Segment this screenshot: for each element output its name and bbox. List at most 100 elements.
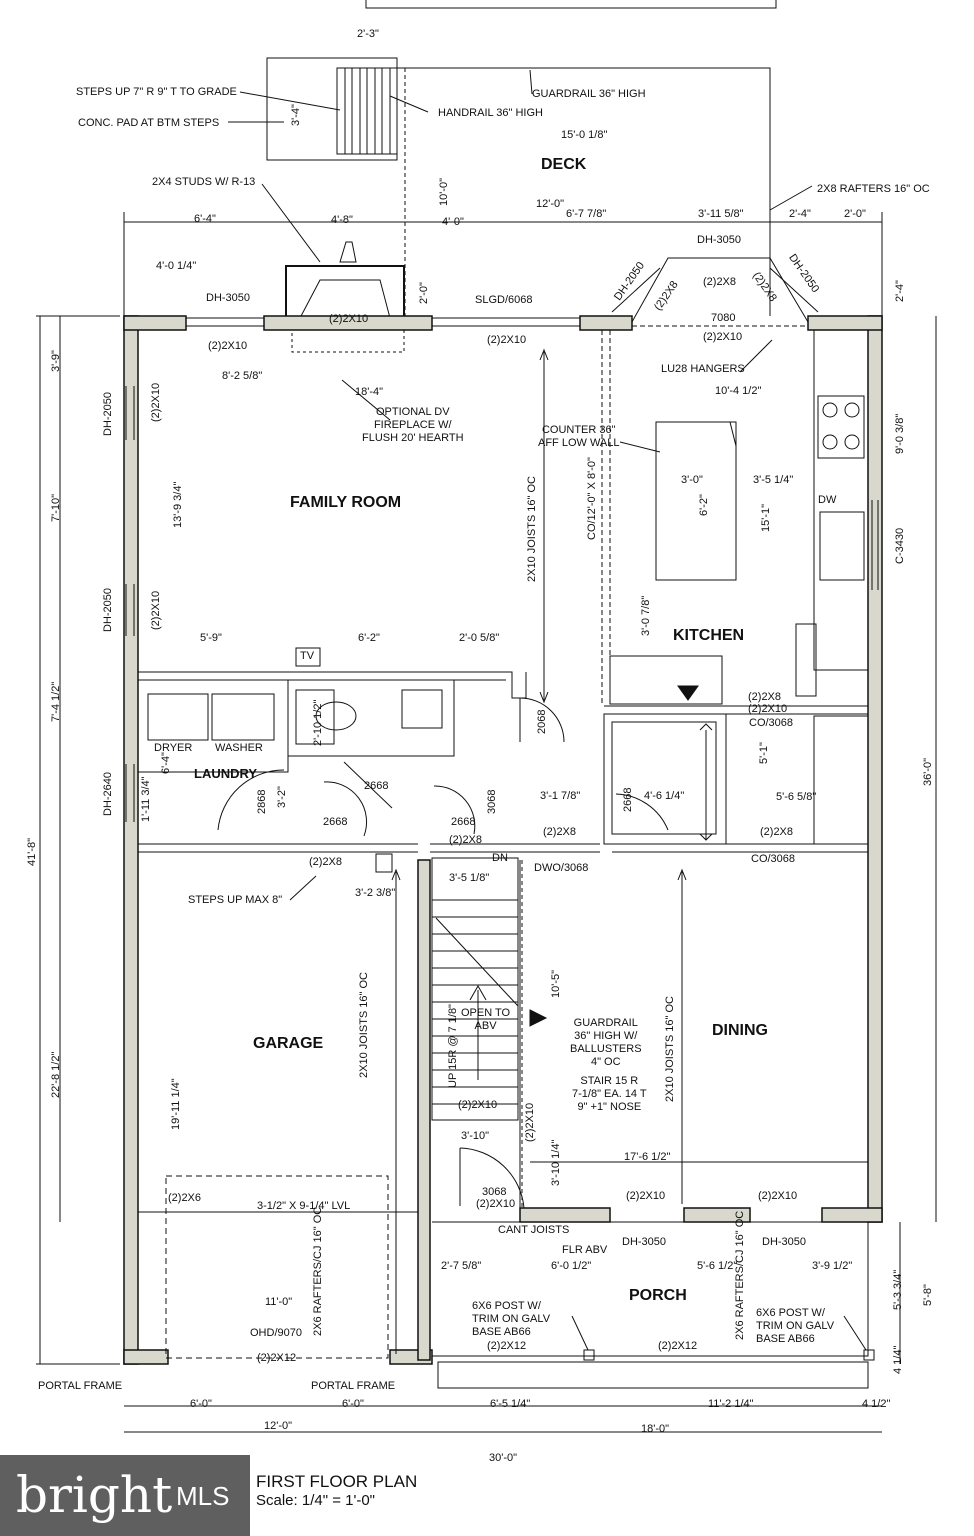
dim-13-9: 13'-9 3/4" [172,481,184,528]
note-flr-abv: FLR ABV [562,1244,608,1256]
room-porch: PORCH [629,1287,687,1304]
dim-3-1: 3'-1 7/8" [540,790,581,802]
dim-3-10a: 3'-10" [461,1130,490,1142]
plan-scale: Scale: 1/4" = 1'-0" [256,1492,375,1509]
note-post-left: 6X6 POST W/ TRIM ON GALV BASE AB66 [472,1300,550,1339]
dim-3-5: 3'-5 1/4" [753,474,794,486]
note-post-right-line3: BASE AB66 [756,1333,815,1345]
dim-6-4: 6'-4" [194,213,216,225]
note-fireplace-line3: FLUSH 20' HEARTH [362,432,464,444]
header-2x8-dining-left: (2)2X8 [543,826,577,838]
dim-6-2h: 6'-2" [358,632,380,644]
note-post-left-line3: BASE AB66 [472,1326,531,1338]
opening-2668-a: 2668 [364,780,389,792]
note-rafters: 2X8 RAFTERS 16" OC [817,183,930,195]
dim-12-0: 12'-0" [536,198,565,210]
dim-5-3: 5'-3 3/4" [892,1269,904,1310]
dim-4-8: 4'-8" [331,214,353,226]
dim-8-2: 8'-2 5/8" [222,370,263,382]
bright-mls-logo: bright MLS [0,1455,250,1536]
note-portal-frame-left: PORTAL FRAME [38,1380,123,1392]
opening-slgd: SLGD/6068 [475,294,533,306]
dim-15-1: 15'-1" [760,503,772,532]
header-2x10-kitchen: (2)2X10 [748,703,788,715]
note-guardrail-deck: GUARDRAIL 36" HIGH [532,88,646,100]
dim-4-0: 4'-0" [442,216,464,228]
dim-6-5: 6'-5 1/4" [490,1398,531,1410]
dim-3-9: 3'-9" [50,350,62,372]
note-handrail: HANDRAIL 36" HIGH [438,107,543,119]
logo-brand: bright [16,1466,173,1524]
header-2x8-kitchen: (2)2X8 [748,691,782,703]
dim-30-0: 30'-0" [489,1452,518,1464]
room-family-room: FAMILY ROOM [290,494,402,511]
note-fireplace: OPTIONAL DV FIREPLACE W/ FLUSH 20' HEART… [362,406,464,445]
note-stair-line3: 9" +1" NOSE [577,1101,642,1113]
note-counter-line2: AFF LOW WALL [538,437,620,449]
dim-5-6: 5'-6 5/8" [776,791,817,803]
dim-5-1: 5'-1" [758,742,770,764]
opening-dh3050-porch-left: DH-3050 [622,1236,667,1248]
dim-6-7: 6'-7 7/8" [566,208,607,220]
dim-7-4: 7'-4 1/2" [50,681,62,722]
header-2x8-stair: (2)2X8 [449,834,483,846]
dim-3-2: 3'-2" [276,786,288,808]
dim-2-3: 2'-3" [357,28,379,40]
header-2x12-porch-2: (2)2X12 [658,1340,698,1352]
note-joists-garage: 2X10 JOISTS 16" OC [358,971,370,1078]
opening-dh3050-porch-right: DH-3050 [762,1236,807,1248]
header-2x10-bay: (2)2X10 [703,331,743,343]
dim-10-0: 10'-0" [438,177,450,206]
dim-2-0-5: 2'-0 5/8" [459,632,500,644]
dim-2-7: 2'-7 5/8" [441,1260,482,1272]
note-lvl: 3-1/2" X 9-1/4" LVL [257,1200,351,1212]
dim-11-0: 11'-0" [265,1296,293,1308]
dim-2-4a: 2'-4" [789,208,811,220]
dim-3-2-3: 3'-2 3/8" [355,887,396,899]
opening-2068: 2068 [536,709,548,734]
opening-2668-d: 2668 [622,787,634,812]
dim-15-0: 15'-0 1/8" [561,129,608,141]
note-counter-line1: COUNTER 36" [541,424,616,436]
header-2x12-porch-1: (2)2X12 [487,1340,527,1352]
note-guardrail-stair-line3: BALLUSTERS [570,1043,642,1055]
note-joists-family: 2X10 JOISTS 16" OC [526,475,538,582]
note-rafters-garage: 2X6 RAFTERS/CJ 16" OC [312,1206,324,1336]
header-2x10-dining-1: (2)2X10 [626,1190,666,1202]
opening-7080: 7080 [711,312,736,324]
dim-6-0a: 6'-0" [190,1398,212,1410]
opening-dh2640: DH-2640 [102,771,114,816]
header-2x10-dining-2: (2)2X10 [758,1190,798,1202]
opening-co3068-b: CO/3068 [751,853,796,865]
dim-36-0: 36'-0" [922,757,934,786]
fixture-washer: WASHER [215,742,263,754]
note-rafters-porch: 2X6 RAFTERS/CJ 16" OC [734,1210,746,1340]
dim-1-11: 1'-11 3/4" [140,776,152,822]
opening-2668-b: 2668 [323,816,348,828]
dim-12-0b: 12'-0" [264,1420,293,1432]
dim-7-10: 7'-10" [50,493,62,522]
note-guardrail-stair-line4: 4" OC [590,1056,621,1068]
header-2x10-door: (2)2X10 [476,1198,516,1210]
header-2x10-v1: (2)2X10 [150,382,162,422]
dim-6-2v: 6'-2" [698,494,710,516]
note-ohd: OHD/9070 [250,1327,302,1339]
note-open-to-line2: ABV [474,1020,497,1032]
room-deck: DECK [541,156,587,173]
note-post-left-line1: 6X6 POST W/ [472,1300,541,1312]
dim-3-0: 3'-0" [681,474,703,486]
room-kitchen: KITCHEN [673,627,745,644]
opening-dh3050-top: DH-3050 [206,292,251,304]
room-garage: GARAGE [253,1035,324,1052]
header-2x10-v3: (2)2X10 [524,1102,536,1142]
header-2x6: (2)2X6 [168,1192,202,1204]
opening-co3068-a: CO/3068 [749,717,794,729]
header-2x8-bay-b: (2)2X8 [703,276,737,288]
header-2x12-garage: (2)2X12 [257,1352,297,1364]
note-open-to-line1: OPEN TO [461,1007,511,1019]
dim-4-1-2: 4 1/2" [862,1398,891,1410]
note-lu28: LU28 HANGERS [661,363,745,375]
note-steps-up: STEPS UP 7" R 9" T TO GRADE [76,86,237,98]
note-stair-line2: 7-1/8" EA. 14 T [572,1088,647,1100]
note-guardrail-stair-line2: 36" HIGH W/ [574,1030,638,1042]
